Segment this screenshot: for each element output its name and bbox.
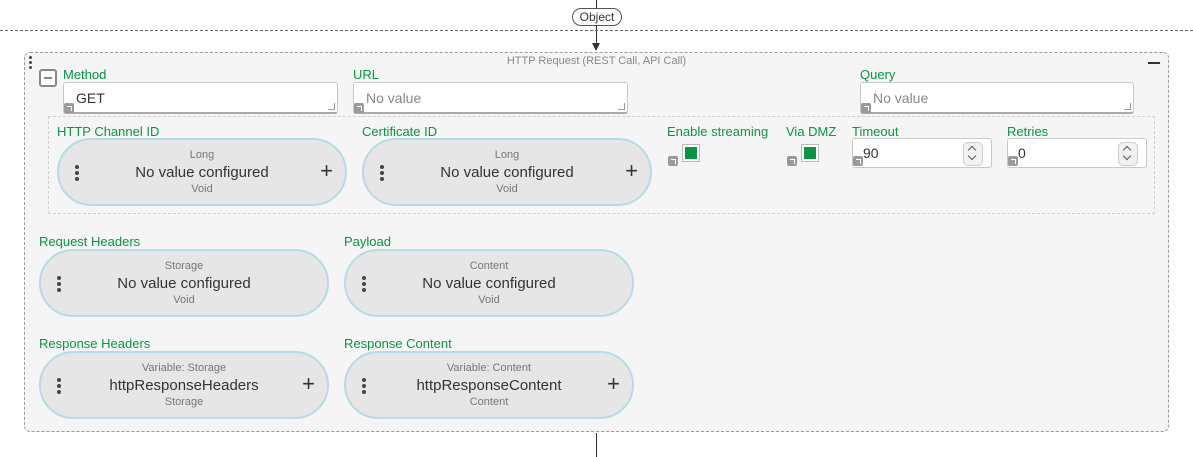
slot-subtype: Void: [496, 183, 518, 195]
link-icon[interactable]: [668, 156, 678, 166]
slot-menu-icon[interactable]: [57, 378, 61, 396]
connector-line-bottom: [596, 433, 597, 457]
section-divider: [0, 30, 1193, 31]
payload-label: Payload: [344, 234, 391, 249]
add-icon[interactable]: +: [607, 371, 620, 396]
certificate-label: Certificate ID: [362, 124, 438, 139]
slot-subtype: Void: [478, 294, 500, 306]
url-placeholder: No value: [366, 90, 422, 106]
response-headers-slot[interactable]: Variable: Storage httpResponseHeaders St…: [39, 351, 329, 419]
slot-menu-icon[interactable]: [380, 165, 384, 183]
slot-menu-icon[interactable]: [362, 276, 366, 294]
slot-type: Long: [494, 149, 520, 161]
timeout-value: 90: [863, 145, 879, 161]
method-value: GET: [76, 90, 105, 106]
add-icon[interactable]: +: [320, 158, 333, 183]
query-label: Query: [860, 67, 896, 82]
panel-title: HTTP Request (REST Call, API Call): [506, 55, 687, 67]
retries-value: 0: [1018, 145, 1026, 161]
retries-label: Retries: [1007, 124, 1049, 139]
enable-streaming-label: Enable streaming: [667, 124, 769, 139]
collapse-toggle-icon[interactable]: [39, 69, 57, 87]
slot-value: No value configured: [422, 275, 556, 292]
request-headers-slot[interactable]: Storage No value configured Void: [39, 249, 329, 317]
slot-value: httpResponseHeaders: [109, 377, 259, 394]
slot-value: httpResponseContent: [416, 377, 562, 394]
method-label: Method: [63, 67, 107, 82]
slot-value: No value configured: [440, 164, 574, 181]
timeout-stepper[interactable]: 90: [852, 138, 992, 168]
retries-stepper[interactable]: 0: [1007, 138, 1147, 168]
slot-value: No value configured: [135, 164, 269, 181]
spinner-arrows-icon[interactable]: [1118, 142, 1138, 166]
connection-settings-group: [48, 116, 1155, 214]
slot-type: Variable: Storage: [141, 362, 227, 374]
link-icon[interactable]: [861, 103, 871, 113]
slot-type: Content: [469, 260, 509, 272]
query-placeholder: No value: [873, 90, 929, 106]
request-headers-label: Request Headers: [39, 234, 141, 249]
http-channel-slot[interactable]: Long No value configured Void +: [57, 138, 347, 206]
response-headers-label: Response Headers: [39, 336, 151, 351]
certificate-slot[interactable]: Long No value configured Void +: [362, 138, 652, 206]
payload-slot[interactable]: Content No value configured Void: [344, 249, 634, 317]
link-icon[interactable]: [1008, 156, 1018, 166]
response-content-label: Response Content: [344, 336, 452, 351]
slot-type: Long: [189, 149, 215, 161]
link-icon[interactable]: [64, 103, 74, 113]
slot-subtype: Content: [469, 396, 509, 408]
url-label: URL: [353, 67, 380, 82]
connector-line-mid: [596, 25, 597, 45]
response-content-slot[interactable]: Variable: Content httpResponseContent Co…: [344, 351, 634, 419]
link-icon[interactable]: [787, 156, 797, 166]
method-field[interactable]: GET: [63, 82, 338, 114]
slot-subtype: Void: [173, 294, 195, 306]
arrow-down-icon: [592, 43, 600, 51]
add-icon[interactable]: +: [302, 371, 315, 396]
slot-type: Variable: Content: [446, 362, 532, 374]
enable-streaming-checkbox[interactable]: [682, 144, 700, 162]
link-icon[interactable]: [354, 103, 364, 113]
spinner-arrows-icon[interactable]: [963, 142, 983, 166]
object-connector-badge: Object: [572, 8, 622, 26]
via-dmz-checkbox[interactable]: [801, 144, 819, 162]
slot-menu-icon[interactable]: [75, 165, 79, 183]
slot-menu-icon[interactable]: [362, 378, 366, 396]
slot-type: Storage: [164, 260, 204, 272]
via-dmz-label: Via DMZ: [786, 124, 837, 139]
http-channel-label: HTTP Channel ID: [57, 124, 160, 139]
add-icon[interactable]: +: [625, 158, 638, 183]
timeout-label: Timeout: [852, 124, 899, 139]
link-icon[interactable]: [853, 156, 863, 166]
connector-line-top: [596, 0, 597, 8]
slot-subtype: Storage: [164, 396, 204, 408]
minimize-icon[interactable]: [1148, 62, 1160, 64]
query-field[interactable]: No value: [860, 82, 1134, 114]
slot-value: No value configured: [117, 275, 251, 292]
slot-subtype: Void: [191, 183, 213, 195]
slot-menu-icon[interactable]: [57, 276, 61, 294]
url-field[interactable]: No value: [353, 82, 628, 114]
panel-menu-icon[interactable]: [29, 56, 33, 71]
